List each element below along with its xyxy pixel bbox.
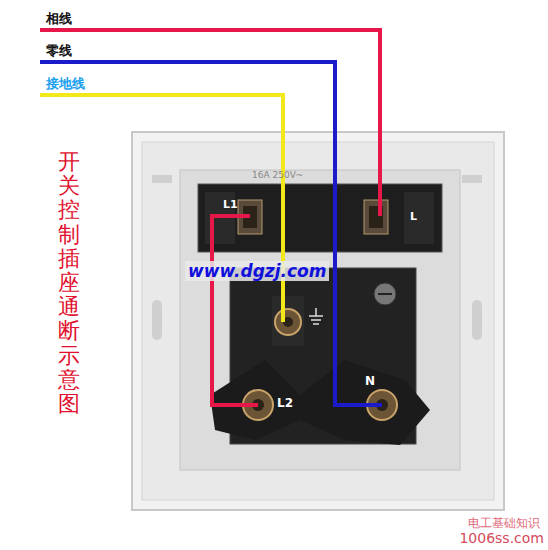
wire-label: 接地线 <box>46 75 85 93</box>
wire-label: 相线 <box>46 10 72 28</box>
terminal-name: L2 <box>277 396 293 410</box>
watermark: 电工基础知识 <box>468 515 540 532</box>
watermark: 1006ss.com <box>459 530 544 546</box>
ground-symbol <box>309 308 323 324</box>
neutral-wire <box>40 62 382 405</box>
terminal-name: L1 <box>223 198 238 211</box>
phase-wire <box>40 30 380 216</box>
switched-wire <box>212 216 258 405</box>
terminal-name: L <box>410 210 417 223</box>
watermark: www.dgzj.com <box>185 261 329 281</box>
vertical-title: 开关控制插座通断示意图 <box>58 150 80 416</box>
wire-label: 零线 <box>46 42 72 60</box>
terminal-name: N <box>365 374 375 388</box>
rating-text: 16A 250V~ <box>252 170 303 180</box>
